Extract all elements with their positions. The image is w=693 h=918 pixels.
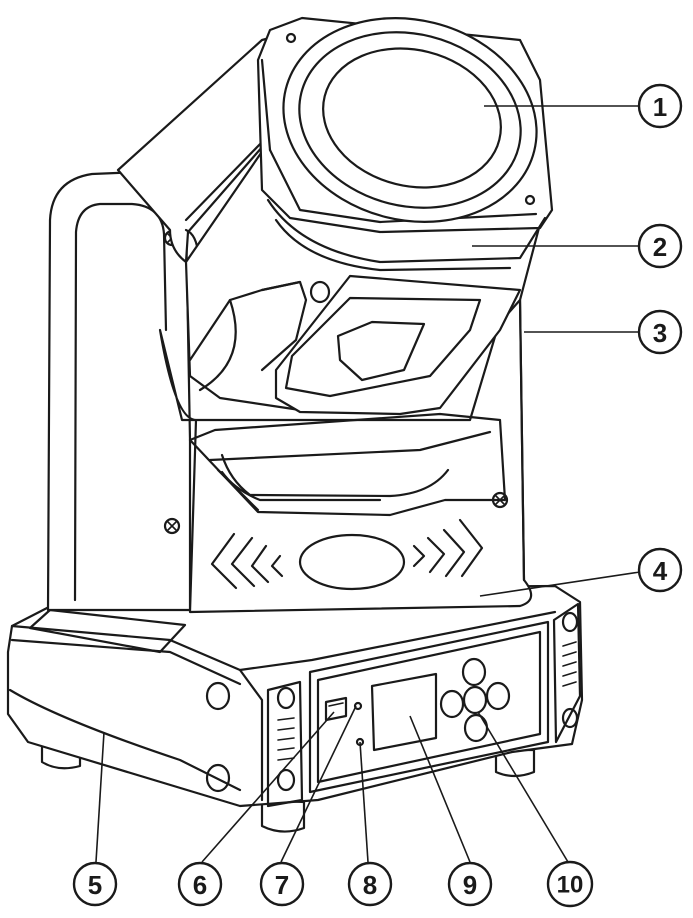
chevron-icon: [412, 518, 484, 578]
callout-label: 3: [653, 318, 667, 348]
callout-label: 1: [653, 92, 667, 122]
callout-9: 9: [447, 861, 493, 907]
indicator-led-top: [353, 701, 363, 711]
callout-7: 7: [259, 861, 305, 907]
leader-lines: [95, 105, 641, 863]
screw-icon: [491, 491, 509, 509]
callout-10: 10: [546, 860, 594, 908]
moving-head: [116, 16, 554, 416]
callout-6: 6: [177, 861, 223, 907]
callout-label: 5: [88, 870, 102, 900]
front-lens: [322, 47, 502, 189]
callout-label: 7: [275, 870, 289, 900]
yoke-left-arm: [46, 170, 192, 612]
yoke: [46, 170, 533, 614]
callout-label: 10: [557, 872, 584, 899]
callout-4: 4: [637, 547, 683, 593]
callout-label: 4: [653, 556, 668, 586]
lcd-display: [370, 672, 438, 752]
callout-label: 6: [193, 870, 207, 900]
control-panel-frame: [308, 620, 550, 794]
callout-label: 9: [463, 870, 477, 900]
callout-1: 1: [637, 83, 683, 129]
callout-label: 8: [363, 870, 377, 900]
yoke-oval-badge: [298, 533, 406, 591]
callout-2: 2: [637, 223, 683, 269]
control-buttons: [439, 657, 511, 743]
screw-icon: [163, 517, 181, 535]
callout-8: 8: [347, 861, 393, 907]
callout-5: 5: [72, 861, 118, 907]
base: [6, 584, 584, 833]
chevron-icon: [210, 532, 284, 590]
callout-label: 2: [653, 232, 667, 262]
callout-3: 3: [637, 309, 683, 355]
